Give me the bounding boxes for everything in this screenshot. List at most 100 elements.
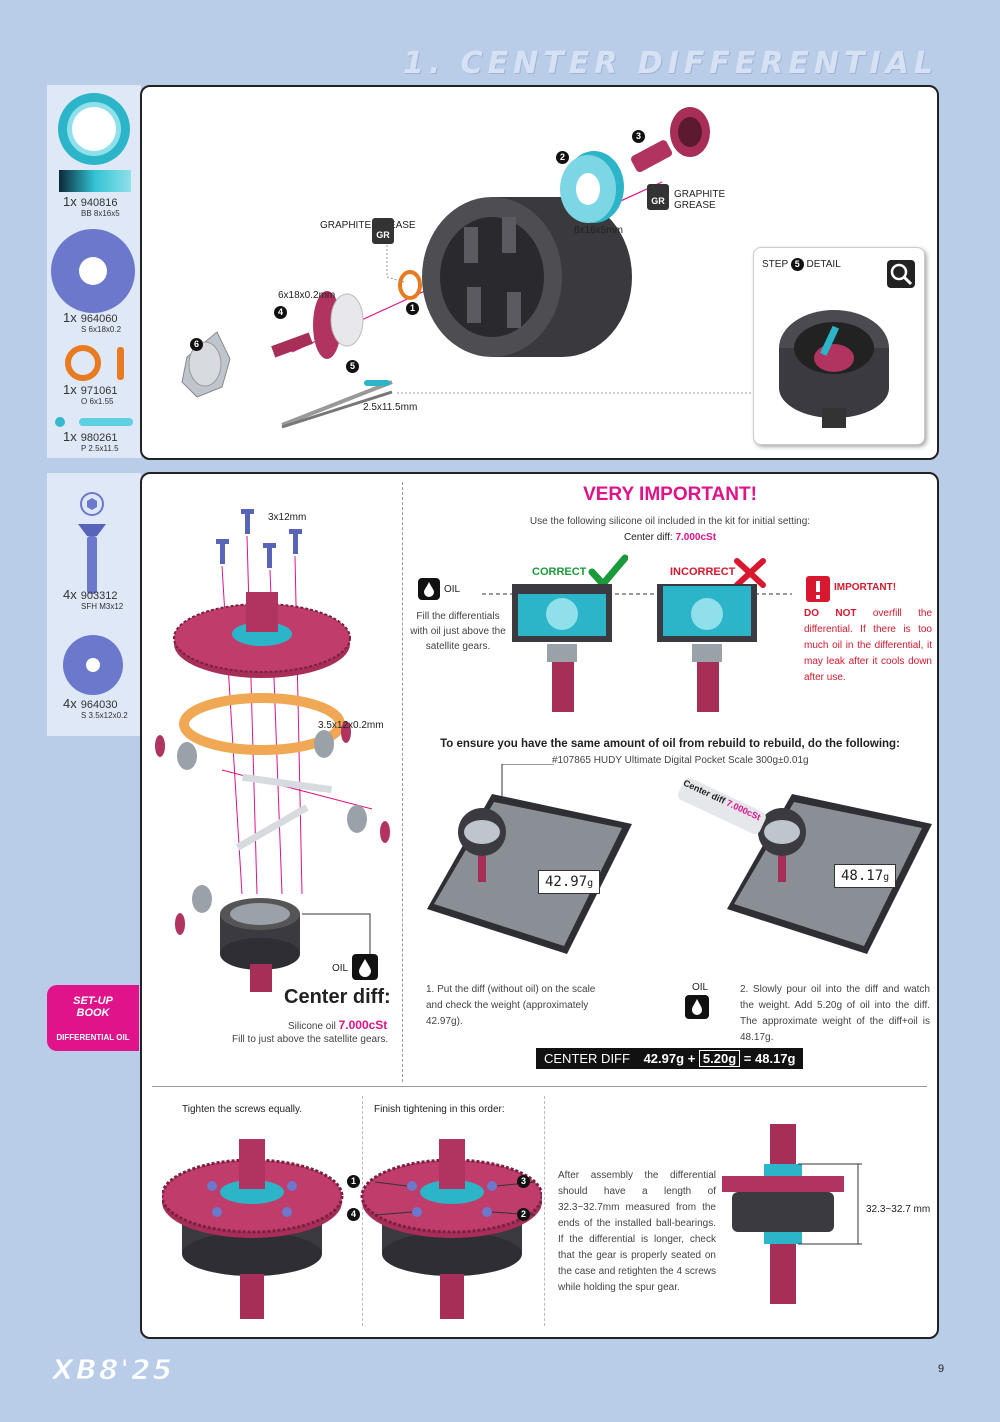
scale-illustrations [427,764,932,954]
scale-reading-2: 48.17g [834,864,897,888]
step-1-marker: 1 [406,302,419,315]
finish-order-label: Finish tightening in this order: [374,1104,505,1115]
gear-assembly-views [162,1139,542,1319]
setup-book-subtitle: DIFFERENTIAL OIL [56,1033,130,1042]
outdrive-part [631,107,710,173]
checkmark-icon [588,554,628,588]
center-diff-title: Center diff: [284,986,391,1008]
scale-heading: To ensure you have the same amount of oi… [440,738,900,750]
gr-grease-icon: GR [372,218,394,244]
oil-label-diagram: OIL [332,963,349,974]
o-ring-part [398,270,422,300]
center-diff-oil-line: Center diff: 7.000cSt [623,532,717,543]
shim-washer-icon [51,229,135,313]
fill-note: Fill to just above the satellite gears. [232,1034,389,1045]
oil-label-important: OIL [444,584,461,595]
center-diff-exploded-diagram [155,509,390,992]
divider-b [544,1096,545,1326]
bearing-size-label: 8x16x5mm [574,225,623,236]
diff-case [422,197,632,357]
graphite-grease-label-1: GRAPHITE GREASE [320,220,416,231]
scale-1 [427,794,632,954]
bearing-8x16x5 [560,151,624,223]
bottom-assembly-panel: 3x12mm 3.5x12x0.2mm OIL Center diff: Sil… [140,472,939,1339]
washer-icon [63,635,123,695]
detail-title: STEP 5 DETAIL [762,258,841,271]
scale-step-1: 1. Put the diff (without oil) on the sca… [426,984,596,1027]
incorrect-diff [657,584,757,712]
oil-drop-icon-2 [418,578,440,600]
step-3-marker: 3 [632,130,645,143]
oil-level-diagrams [482,584,792,712]
graphite-grease-label-2: GRAPHITE GREASE [674,189,726,211]
shim-size-label: 6x18x0.2mm [278,290,336,301]
gasket [179,693,345,755]
setup-book-title: SET-UP BOOK [73,995,113,1019]
diff-side-view [722,1124,862,1304]
step-2-marker: 2 [556,151,569,164]
gear-view-2 [360,1139,542,1319]
shim-size-label-bottom: 3.5x12x0.2mm [318,720,384,731]
gear-view-1 [162,1139,344,1319]
step-5-detail-box: STEP 5 DETAIL [753,247,925,445]
top-assembly-panel: 1 2 3 4 5 6 GRAPHITE GREASE GR GR GRAPHI… [140,85,939,460]
important-intro: Use the following silicone oil included … [529,516,811,527]
detail-case-illustration [779,310,889,428]
step-6-marker: 6 [190,338,203,351]
correct-label: CORRECT [532,566,587,578]
order-marker-3: 3 [517,1175,530,1188]
center-diff-formula: CENTER DIFF 42.97g + 5.20g = 48.17g [536,1048,804,1069]
diff-case-bottom [220,898,300,992]
spur-gear [173,592,351,678]
step-4-marker: 4 [274,306,287,319]
oil-label-scale: OIL [692,982,709,993]
length-note: After assembly the differential should h… [558,1170,716,1293]
correct-diff [512,584,612,712]
tighten-equal-label: Tighten the screws equally. [182,1104,303,1115]
incorrect-label: INCORRECT [670,566,736,578]
bearing-side-icon [59,170,131,192]
xb8-logo: XB8'25 [52,1353,174,1387]
screw-size-label: 3x12mm [268,512,307,523]
order-marker-1: 1 [347,1175,360,1188]
order-marker-2: 2 [517,1208,530,1221]
oil-fill-note: Fill the differentials with oil just abo… [410,611,506,652]
overfill-warning: DO NOT overfill the differential. If the… [804,608,933,683]
scale-product[interactable]: #107865 HUDY Ultimate Digital Pocket Sca… [552,755,809,766]
o-ring-icon [65,345,124,381]
horizontal-divider [152,1086,927,1087]
magnifier-icon [887,260,915,288]
length-dimension: 32.3~32.7 mm [866,1204,931,1215]
scale-reading-1: 42.97g [538,870,601,894]
scale-2 [678,778,932,954]
oil-drop-icon [352,954,378,980]
very-important-heading: VERY IMPORTANT! [583,484,757,505]
important-label: IMPORTANT! [834,582,897,593]
order-marker-4: 4 [347,1208,360,1221]
detail-step-marker: 5 [790,258,804,271]
satellite-gears [155,721,390,935]
oil-drop-icon-3 [685,995,709,1019]
pin-icon [55,417,133,427]
pin-and-tweezers [281,380,393,429]
pin-size-label: 2.5x11.5mm [363,402,418,413]
bearing-icon [58,93,130,165]
bevel-gear-part [181,331,231,398]
top-exploded-diagram [181,107,754,429]
silicone-oil-line: Silicone oil 7.000cSt [288,1018,388,1032]
shim-and-gear-shaft [271,291,364,359]
page-title: 1. CENTER DIFFERENTIAL [402,46,938,81]
setup-book-badge[interactable]: SET-UP BOOK DIFFERENTIAL OIL [47,985,139,1051]
page-number: 9 [938,1363,945,1375]
cross-icon [734,558,766,588]
gr-grease-icon-2: GR [647,184,669,210]
warning-icon [806,576,830,602]
step-5-marker: 5 [346,360,359,373]
